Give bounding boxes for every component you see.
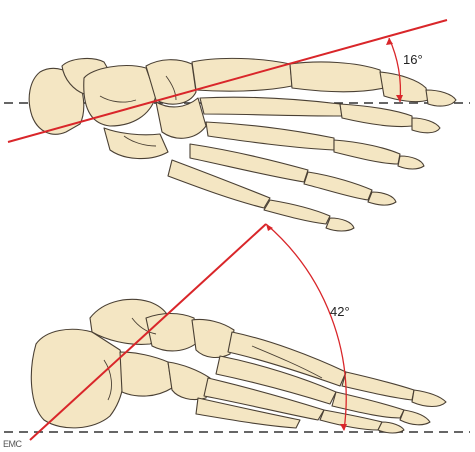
- top-arc-arrow-start: [386, 38, 393, 45]
- watermark-mark: EMC: [3, 439, 23, 449]
- side-foot-skeleton: [31, 299, 446, 433]
- side-arc-arrow-end: [340, 424, 347, 431]
- side-angle-label: 42°: [330, 304, 350, 319]
- top-view-panel: 16°: [4, 20, 470, 231]
- side-view-panel: 42°: [4, 224, 470, 440]
- top-angle-label: 16°: [403, 52, 423, 67]
- top-foot-skeleton: [29, 58, 456, 231]
